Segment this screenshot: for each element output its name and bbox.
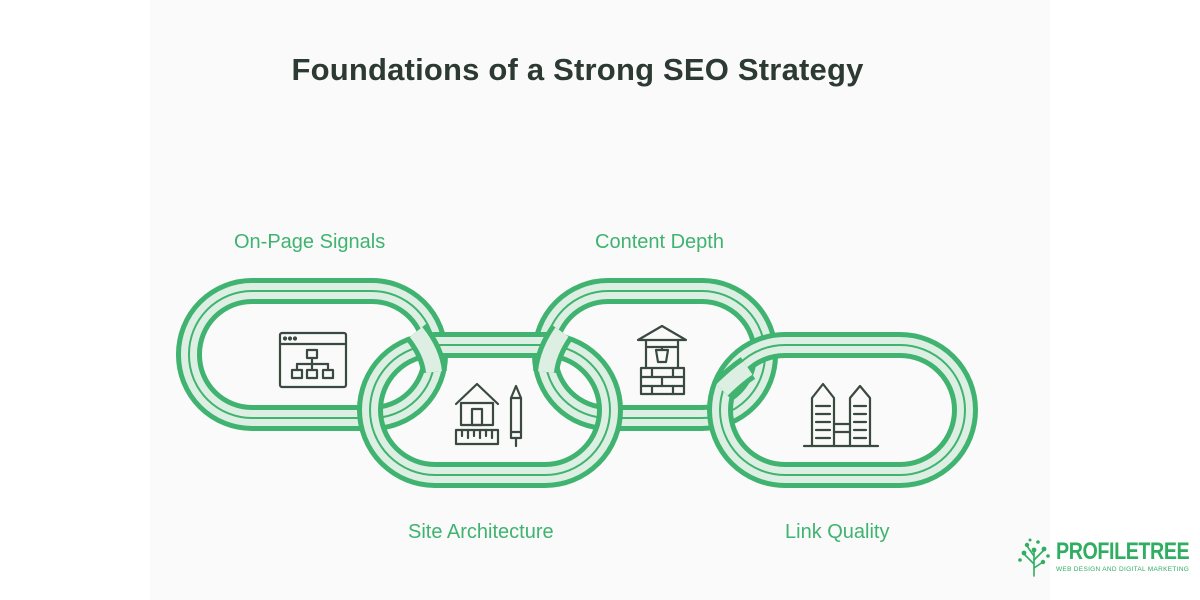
link-label-content-depth: Content Depth	[595, 231, 724, 253]
brand-name: PROFILETREE	[1056, 538, 1190, 565]
page-title: Foundations of a Strong SEO Strategy	[291, 52, 864, 87]
skyscrapers-icon	[802, 382, 880, 448]
link-label-link-quality: Link Quality	[785, 521, 890, 543]
chain-overlap-1	[405, 323, 447, 374]
well-icon	[636, 324, 688, 396]
tree-icon	[1018, 538, 1050, 577]
brand-tagline: WEB DESIGN AND DIGITAL MARKETING	[1056, 566, 1190, 573]
link-label-on-page-signals: On-Page Signals	[234, 231, 386, 253]
house-ruler-pencil-icon	[454, 382, 523, 448]
chain-overlap-4	[712, 357, 756, 400]
sitemap-browser-icon	[278, 331, 348, 389]
chain-link-site-architecture	[357, 332, 623, 488]
chain-overlap-3	[533, 324, 573, 374]
chain-link-link-quality	[707, 332, 978, 488]
brand-logo: PROFILETREE WEB DESIGN AND DIGITAL MARKE…	[1016, 538, 1190, 578]
link-label-site-architecture: Site Architecture	[408, 521, 554, 543]
